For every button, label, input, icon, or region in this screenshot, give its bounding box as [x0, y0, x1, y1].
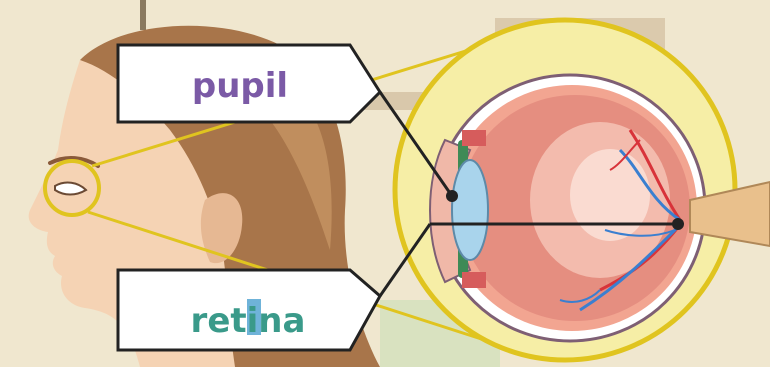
retina-label: retina: [191, 301, 306, 341]
pupil-label: pupil: [192, 66, 288, 106]
background-pole: [140, 0, 146, 30]
retina-label-box: retina: [118, 270, 380, 350]
retina-pointer-dot: [672, 218, 684, 230]
pupil-label-box: pupil: [118, 45, 380, 122]
pupil-pointer-dot: [446, 190, 458, 202]
